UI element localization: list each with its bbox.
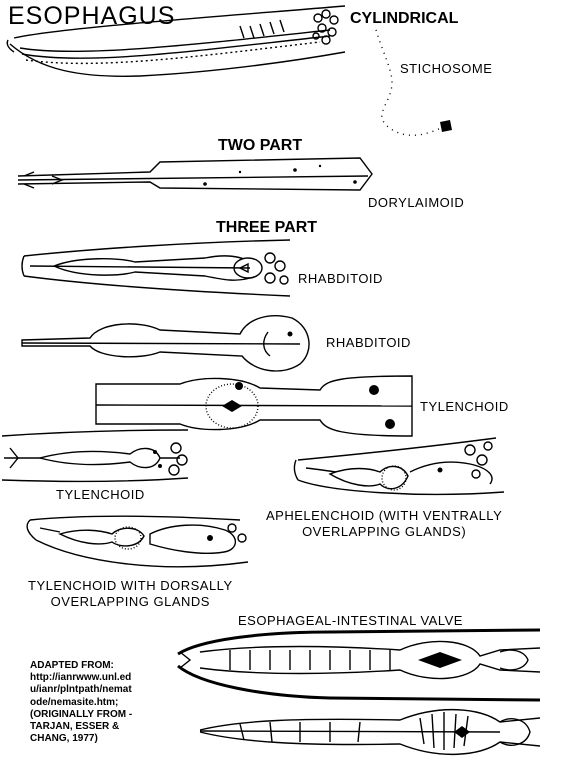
label-dorylaimoid: DORYLAIMOID xyxy=(368,195,465,210)
aphelenchoid-drawing xyxy=(293,437,505,496)
tylenchoid-drawing-1 xyxy=(95,375,413,437)
label-tylenchoid-dorsal: TYLENCHOID WITH DORSALLY OVERLAPPING GLA… xyxy=(28,578,233,609)
label-rhabditoid-2: RHABDITOID xyxy=(326,335,411,350)
valve-drawing-2 xyxy=(199,708,541,756)
category-cylindrical: CYLINDRICAL xyxy=(350,10,459,27)
category-three-part: THREE PART xyxy=(216,219,318,236)
tylenchoid-drawing-2 xyxy=(1,429,189,483)
stichosome-drawing xyxy=(373,29,452,138)
rhabditoid-drawing-2 xyxy=(21,315,310,372)
cylindrical-esophagus-drawing xyxy=(6,5,346,77)
diagram-title: ESOPHAGUS xyxy=(8,2,176,30)
label-aphelenchoid: APHELENCHOID (WITH VENTRALLY OVERLAPPING… xyxy=(266,508,503,539)
label-stichosome: STICHOSOME xyxy=(400,61,493,76)
label-tylenchoid-2: TYLENCHOID xyxy=(56,487,145,502)
valve-drawing-1 xyxy=(177,628,541,702)
category-valve: ESOPHAGEAL-INTESTINAL VALVE xyxy=(238,613,463,628)
tylenchoid-dorsal-drawing xyxy=(26,515,249,568)
label-tylenchoid-1: TYLENCHOID xyxy=(420,399,509,414)
category-two-part: TWO PART xyxy=(218,137,303,154)
rhabditoid-drawing-1 xyxy=(21,239,291,297)
source-credit: ADAPTED FROM: http://ianrwww.unl.ed u/ia… xyxy=(30,660,133,745)
dorylaimoid-drawing xyxy=(17,157,373,191)
label-rhabditoid-1: RHABDITOID xyxy=(298,271,383,286)
